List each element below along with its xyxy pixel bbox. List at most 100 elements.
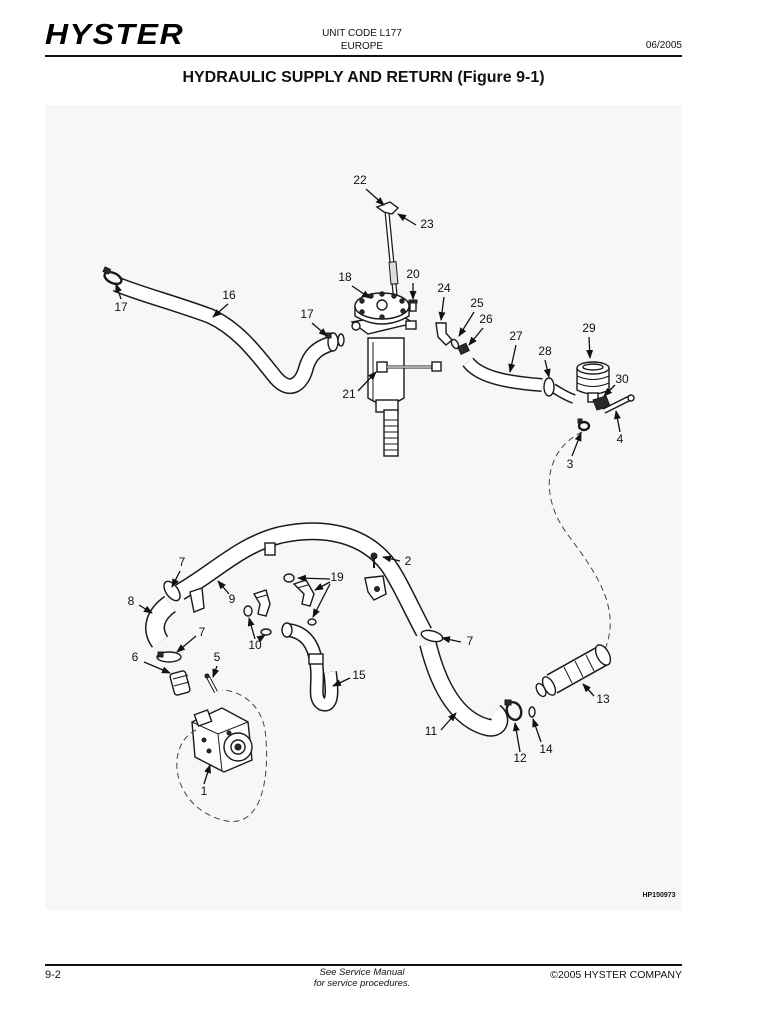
callout-28: 28 bbox=[538, 344, 552, 358]
o-ring-25 bbox=[450, 338, 460, 350]
leader-arrow bbox=[212, 665, 220, 678]
leader-arrow bbox=[297, 574, 331, 582]
callout-29: 29 bbox=[582, 321, 596, 335]
leader-arrow bbox=[603, 384, 616, 397]
page-title: HYDRAULIC SUPPLY AND RETURN (Figure 9-1) bbox=[182, 69, 545, 86]
leader-arrow bbox=[512, 722, 521, 753]
callout-labels: 22 23 18 20 24 25 26 17 16 17 27 29 28 3… bbox=[114, 173, 629, 798]
fitting-28 bbox=[543, 377, 576, 404]
leader-arrow bbox=[440, 712, 457, 731]
leader-arrow bbox=[543, 359, 551, 378]
leader-arrow bbox=[357, 371, 377, 392]
callout-13: 13 bbox=[596, 692, 610, 706]
callout-22: 22 bbox=[353, 173, 367, 187]
dashed-connection-line bbox=[548, 431, 611, 653]
leader-arrow bbox=[468, 327, 484, 346]
callout-16: 16 bbox=[222, 288, 236, 302]
clamp-3 bbox=[577, 418, 591, 432]
leader-arrow bbox=[138, 604, 153, 614]
hose-clamp-12 bbox=[504, 699, 523, 721]
callout-17-left: 17 bbox=[114, 300, 128, 314]
fitting-26 bbox=[457, 342, 470, 355]
callout-25: 25 bbox=[470, 296, 484, 310]
leader-lines bbox=[115, 188, 621, 785]
hydraulic-filter-assembly-18 bbox=[350, 201, 417, 457]
hydraulic-diagram: 22 23 18 20 24 25 26 17 16 17 27 29 28 3… bbox=[45, 105, 682, 910]
callout-7-lower: 7 bbox=[199, 625, 206, 639]
leader-arrow bbox=[508, 344, 517, 373]
unit-info: UNIT CODE L177 EUROPE bbox=[262, 27, 462, 53]
callout-10: 10 bbox=[248, 638, 262, 652]
footer-note-line-2: for service procedures. bbox=[313, 978, 411, 989]
hyster-logo: HYSTER bbox=[45, 19, 185, 51]
callout-11: 11 bbox=[425, 724, 438, 738]
callout-19: 19 bbox=[330, 570, 344, 584]
callout-6: 6 bbox=[132, 650, 139, 664]
leader-arrow bbox=[314, 581, 331, 591]
suction-hose-13 bbox=[535, 644, 612, 698]
leader-arrow bbox=[256, 634, 266, 643]
unit-code: UNIT CODE L177 bbox=[322, 28, 402, 39]
leader-arrow bbox=[312, 583, 331, 618]
leader-arrow bbox=[311, 322, 328, 337]
callout-21: 21 bbox=[342, 387, 356, 401]
callout-26: 26 bbox=[479, 312, 493, 326]
callout-20: 20 bbox=[406, 267, 420, 281]
hose-15 bbox=[281, 622, 339, 712]
leader-arrow bbox=[532, 718, 542, 743]
sensor-switch-21 bbox=[376, 361, 442, 373]
callout-17-right: 17 bbox=[300, 307, 314, 321]
hydraulic-pump-1 bbox=[191, 707, 253, 773]
callout-30: 30 bbox=[615, 372, 629, 386]
drawing-area bbox=[45, 105, 682, 910]
leader-arrow bbox=[247, 617, 256, 640]
leader-arrow bbox=[586, 336, 594, 359]
leader-arrow bbox=[614, 410, 621, 433]
leader-arrow bbox=[571, 432, 582, 457]
callout-8: 8 bbox=[128, 594, 135, 608]
drawing-number: HP150973 bbox=[642, 892, 675, 899]
leader-arrow bbox=[438, 296, 446, 321]
header-rule bbox=[45, 55, 682, 57]
leader-arrow bbox=[458, 311, 475, 337]
leader-arrow bbox=[351, 285, 371, 299]
leader-arrow bbox=[171, 570, 181, 588]
hose-9 bbox=[175, 522, 432, 637]
callout-2: 2 bbox=[405, 554, 412, 568]
callout-12: 12 bbox=[513, 751, 527, 765]
leader-arrow bbox=[441, 636, 462, 644]
publication-date: 06/2005 bbox=[645, 40, 682, 51]
callout-23: 23 bbox=[420, 217, 434, 231]
leader-arrow bbox=[176, 635, 197, 653]
leader-arrow bbox=[332, 677, 351, 687]
leader-arrow bbox=[365, 188, 385, 206]
o-rings-and-elbow-10 bbox=[243, 589, 272, 636]
hose-8 bbox=[145, 595, 177, 648]
callout-7-upper: 7 bbox=[179, 555, 186, 569]
hose-11 bbox=[419, 641, 509, 737]
leader-arrow bbox=[212, 303, 229, 318]
bolt-20 bbox=[408, 299, 418, 312]
leader-arrow bbox=[582, 683, 595, 697]
callout-5: 5 bbox=[214, 650, 221, 664]
callout-3: 3 bbox=[567, 457, 574, 471]
leader-arrow bbox=[143, 661, 171, 674]
callout-27: 27 bbox=[509, 329, 523, 343]
callout-9: 9 bbox=[229, 592, 236, 606]
callout-18: 18 bbox=[338, 270, 352, 284]
return-hose-16 bbox=[112, 276, 333, 395]
region: EUROPE bbox=[340, 41, 384, 52]
fitting-6 bbox=[169, 670, 191, 696]
footer-rule bbox=[45, 964, 682, 966]
dashed-pump-loop bbox=[176, 689, 268, 822]
seal-14 bbox=[528, 706, 536, 718]
callout-7-right: 7 bbox=[467, 634, 474, 648]
leader-arrow bbox=[397, 213, 417, 226]
footer-note: See Service Manual for service procedure… bbox=[262, 967, 462, 989]
fitting-5 bbox=[204, 673, 218, 693]
bolt-4 bbox=[602, 394, 635, 414]
leader-arrow bbox=[115, 283, 122, 300]
hose-27 bbox=[462, 357, 543, 392]
hose-clamp-17-left bbox=[102, 266, 123, 286]
